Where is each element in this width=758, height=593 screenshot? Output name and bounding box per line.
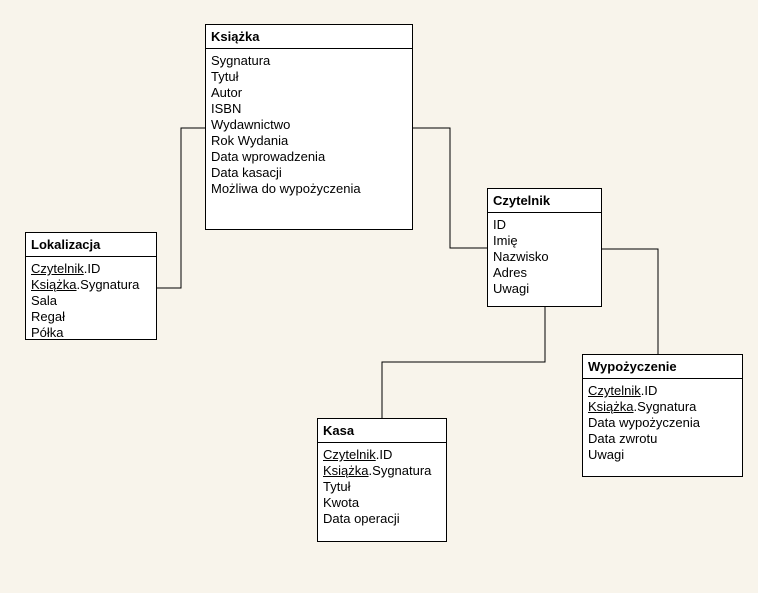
entity-lokalizacja-box[interactable]: Lokalizacja Czytelnik.ID Książka.Sygnatu… (25, 232, 157, 340)
field-text: ID (493, 217, 506, 232)
field-text: .Sygnatura (368, 463, 432, 478)
field-text: .ID (640, 383, 658, 398)
connector-ksiazka-czytelnik (412, 127, 487, 249)
field-imie: Imię (493, 233, 596, 249)
field-wydawnictwo: Wydawnictwo (211, 117, 407, 133)
field-text: Autor (211, 85, 243, 100)
field-adres: Adres (493, 265, 596, 281)
entity-kasa-box[interactable]: Kasa Czytelnik.ID Książka.Sygnatura Tytu… (317, 418, 447, 542)
field-text: Sygnatura (211, 53, 271, 68)
field-sala: Sala (31, 293, 151, 309)
field-key: Czytelnik (31, 261, 84, 276)
connector-czytelnik-kasa (381, 306, 546, 418)
field-key: Czytelnik (323, 447, 376, 462)
field-tytul: Tytuł (211, 69, 407, 85)
field-text: Data wprowadzenia (211, 149, 326, 164)
field-text: .Sygnatura (76, 277, 140, 292)
field-text: .ID (83, 261, 101, 276)
entity-kasa-title: Kasa (318, 419, 446, 443)
field-czytelnik-id: Czytelnik.ID (31, 261, 151, 277)
field-text: Data wypożyczenia (588, 415, 700, 430)
field-text: Tytuł (323, 479, 351, 494)
field-kwota: Kwota (323, 495, 441, 511)
entity-kasa-fields: Czytelnik.ID Książka.Sygnatura Tytuł Kwo… (318, 443, 446, 527)
field-text: Sala (31, 293, 58, 308)
field-text: .ID (375, 447, 393, 462)
field-text: .Sygnatura (633, 399, 697, 414)
entity-lokalizacja-title: Lokalizacja (26, 233, 156, 257)
field-czytelnik-id: Czytelnik.ID (323, 447, 441, 463)
entity-lokalizacja-fields: Czytelnik.ID Książka.Sygnatura Sala Rega… (26, 257, 156, 341)
entity-czytelnik-box[interactable]: Czytelnik ID Imię Nazwisko Adres Uwagi (487, 188, 602, 307)
connector-ksiazka-lokalizacja (157, 127, 205, 289)
field-text: Tytuł (211, 69, 239, 84)
field-data-wprowadzenia: Data wprowadzenia (211, 149, 407, 165)
field-text: Półka (31, 325, 64, 340)
field-uwagi: Uwagi (493, 281, 596, 297)
field-text: Data zwrotu (588, 431, 658, 446)
entity-wypozyczenie-title: Wypożyczenie (583, 355, 742, 379)
field-data-zwrotu: Data zwrotu (588, 431, 737, 447)
field-czytelnik-id: Czytelnik.ID (588, 383, 737, 399)
field-key: Książka (323, 463, 369, 478)
field-text: ISBN (211, 101, 242, 116)
entity-ksiazka-title: Książka (206, 25, 412, 49)
field-text: Regał (31, 309, 65, 324)
field-isbn: ISBN (211, 101, 407, 117)
field-ksiazka-sygnatura: Książka.Sygnatura (323, 463, 441, 479)
field-regal: Regał (31, 309, 151, 325)
field-key: Książka (588, 399, 634, 414)
field-text: Data operacji (323, 511, 400, 526)
field-text: Kwota (323, 495, 360, 510)
field-mozliwa-do-wypozyczenia: Możliwa do wypożyczenia (211, 181, 407, 197)
field-text: Uwagi (588, 447, 625, 462)
field-tytul: Tytuł (323, 479, 441, 495)
field-text: Data kasacji (211, 165, 282, 180)
field-text: Imię (493, 233, 518, 248)
field-polka: Półka (31, 325, 151, 341)
entity-czytelnik-title: Czytelnik (488, 189, 601, 213)
field-autor: Autor (211, 85, 407, 101)
field-text: Możliwa do wypożyczenia (211, 181, 361, 196)
entity-wypozyczenie-box[interactable]: Wypożyczenie Czytelnik.ID Książka.Sygnat… (582, 354, 743, 477)
entity-czytelnik-fields: ID Imię Nazwisko Adres Uwagi (488, 213, 601, 297)
field-id: ID (493, 217, 596, 233)
field-ksiazka-sygnatura: Książka.Sygnatura (588, 399, 737, 415)
field-data-operacji: Data operacji (323, 511, 441, 527)
field-text: Wydawnictwo (211, 117, 291, 132)
entity-wypozyczenie-fields: Czytelnik.ID Książka.Sygnatura Data wypo… (583, 379, 742, 463)
field-data-kasacji: Data kasacji (211, 165, 407, 181)
connector-czytelnik-wypozyczenie (601, 248, 659, 354)
field-rok-wydania: Rok Wydania (211, 133, 407, 149)
field-uwagi: Uwagi (588, 447, 737, 463)
field-nazwisko: Nazwisko (493, 249, 596, 265)
field-text: Adres (493, 265, 527, 280)
entity-ksiazka-box[interactable]: Książka Sygnatura Tytuł Autor ISBN Wydaw… (205, 24, 413, 230)
field-ksiazka-sygnatura: Książka.Sygnatura (31, 277, 151, 293)
field-key: Czytelnik (588, 383, 641, 398)
field-text: Nazwisko (493, 249, 549, 264)
field-text: Rok Wydania (211, 133, 289, 148)
field-text: Uwagi (493, 281, 530, 296)
field-sygnatura: Sygnatura (211, 53, 407, 69)
field-key: Książka (31, 277, 77, 292)
entity-ksiazka-fields: Sygnatura Tytuł Autor ISBN Wydawnictwo R… (206, 49, 412, 197)
field-data-wypozyczenia: Data wypożyczenia (588, 415, 737, 431)
